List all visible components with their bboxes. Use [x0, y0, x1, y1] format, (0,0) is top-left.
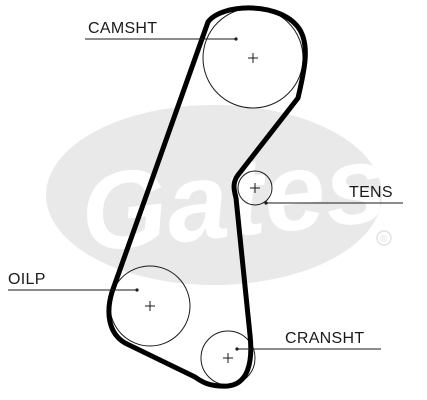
timing-belt [106, 5, 308, 389]
gates-watermark-logo: Gates ® [46, 105, 392, 285]
camshaft-pulley [202, 7, 304, 109]
crankshaft-label: CRANSHT [285, 330, 364, 347]
oil-pump-leader [8, 288, 139, 292]
camshaft-label: CAMSHT [88, 20, 157, 37]
crankshaft-leader [235, 347, 381, 351]
registered-mark-text: ® [380, 234, 388, 245]
registered-mark-icon [376, 230, 392, 246]
tensioner-leader [264, 201, 403, 205]
tensioner-pulley [237, 170, 273, 206]
oil-pump-label: OILP [8, 271, 46, 288]
tensioner-label: TENS [349, 184, 393, 201]
camshaft-leader [85, 37, 238, 41]
